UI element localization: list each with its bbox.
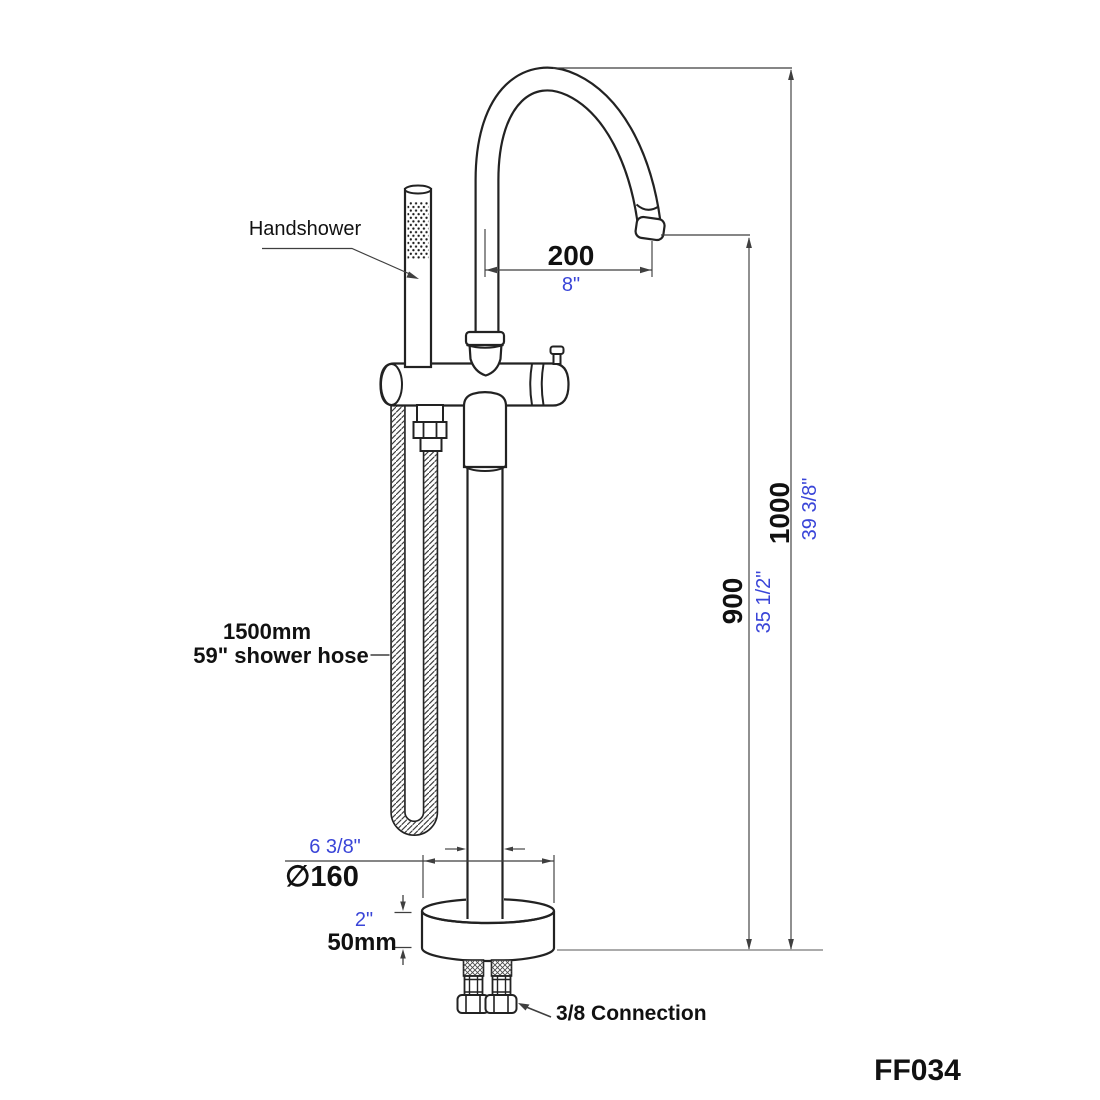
spout-outlet-cap xyxy=(634,215,666,242)
body-end-cap xyxy=(380,363,403,406)
dim-spout-reach-mm: 200 xyxy=(547,240,595,271)
dim-total-height xyxy=(553,67,794,950)
leader-handshower xyxy=(262,247,419,279)
dim-outlet-height xyxy=(661,234,752,950)
dim-base-height-mm: 50mm xyxy=(327,929,397,956)
dim-outlet-height-mm: 900 xyxy=(717,577,748,625)
leader-connection xyxy=(518,1003,552,1018)
dim-base-height-in: 2" xyxy=(354,909,374,931)
dim-total-height-mm: 1000 xyxy=(764,481,795,545)
handshower-label: Handshower xyxy=(248,218,362,240)
dim-base-height xyxy=(394,895,412,965)
dim-base-diameter-in: 6 3/8" xyxy=(309,836,361,858)
dim-spout-reach-in: 8" xyxy=(561,274,581,296)
diverter-knob xyxy=(549,345,565,365)
shower-hose xyxy=(390,404,439,836)
hose-fitting xyxy=(412,404,448,452)
model-number: FF034 xyxy=(874,1054,961,1087)
dim-total-height-in: 39 3/8" xyxy=(799,477,821,541)
hose-hex-nut xyxy=(412,421,448,439)
dim-spout-reach xyxy=(484,229,653,277)
cross-body xyxy=(379,345,570,407)
column-dome-joint xyxy=(462,391,508,472)
spout-joint-cone xyxy=(468,342,503,377)
riser-collar xyxy=(464,330,506,349)
supply-connector-right xyxy=(484,959,518,1014)
supply-connector-left xyxy=(456,959,490,1014)
support-column xyxy=(420,467,556,925)
spout-tube xyxy=(474,66,666,352)
handshower-wand xyxy=(403,184,433,369)
handle-ring-groove xyxy=(529,363,545,406)
dim-base-diameter-mm: ∅160 xyxy=(285,861,359,893)
hose-length-mm: 1500mm xyxy=(222,619,312,644)
connection-label: 3/8 Connection xyxy=(556,1002,707,1025)
hose-length-in: 59" shower hose xyxy=(193,643,369,668)
wand-knurl-texture xyxy=(407,202,429,259)
dim-base-diameter xyxy=(285,846,555,903)
